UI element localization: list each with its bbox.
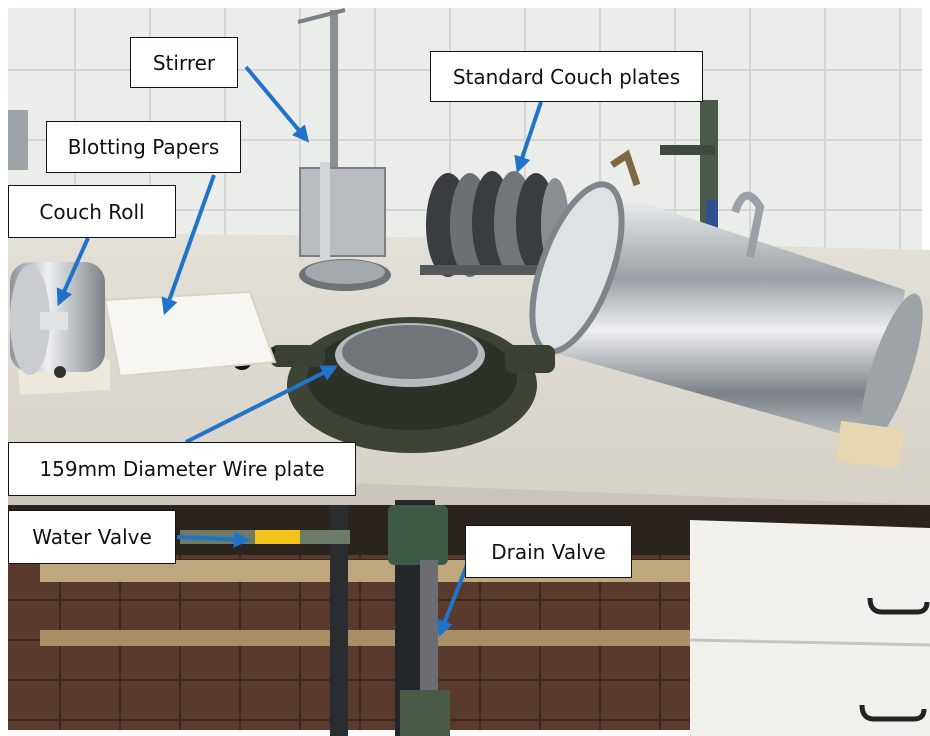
drain-valve-label: Drain Valve xyxy=(465,525,632,578)
drawer-cabinet xyxy=(690,520,930,736)
couch-roll-label: Couch Roll xyxy=(8,185,176,238)
sheet-former-cylinder xyxy=(529,149,923,445)
stirrer-label: Stirrer xyxy=(130,37,238,88)
couch-roll xyxy=(10,262,110,395)
wire-plate-label: 159mm Diameter Wire plate xyxy=(8,442,356,496)
blotting-papers xyxy=(103,290,277,378)
stirrer-blades xyxy=(299,167,386,257)
water-valve-handle xyxy=(255,530,300,544)
water-valve-label: Water Valve xyxy=(8,510,176,564)
blotting-papers-label: Blotting Papers xyxy=(46,121,241,173)
wire-plate-base xyxy=(232,317,555,453)
standard-couch-plates-label: Standard Couch plates xyxy=(430,51,703,102)
